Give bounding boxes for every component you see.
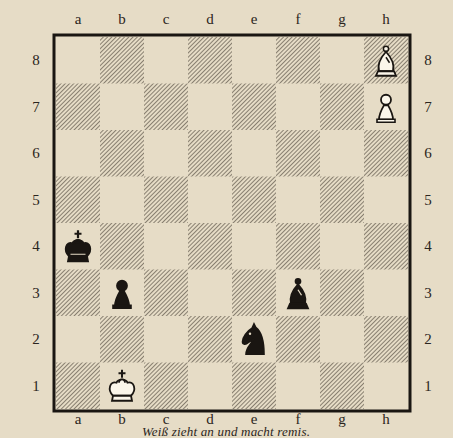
- file-letter: h: [382, 12, 390, 27]
- rank-number: 2: [32, 332, 40, 347]
- file-letter: a: [75, 412, 82, 427]
- rank-number: 8: [424, 53, 432, 68]
- file-letter: g: [338, 412, 346, 427]
- file-letter: b: [118, 412, 126, 427]
- board-border: [54, 35, 410, 411]
- rank-number: 3: [424, 285, 432, 300]
- black-bishop: [288, 279, 308, 309]
- rank-number: 6: [32, 146, 40, 161]
- file-letter: a: [75, 12, 82, 27]
- rank-number: 8: [32, 53, 40, 68]
- black-pawn: [113, 281, 131, 309]
- file-letter: f: [296, 12, 301, 27]
- rank-number: 1: [424, 378, 432, 393]
- black-knight: [243, 324, 265, 355]
- file-letter: b: [118, 12, 126, 27]
- caption: Weiß zieht an und macht remis.: [142, 424, 310, 437]
- rank-number: 5: [424, 192, 432, 207]
- rank-number: 5: [32, 192, 40, 207]
- board-squares: [56, 37, 408, 409]
- black-king: [66, 230, 90, 261]
- rank-number: 7: [32, 99, 40, 114]
- rank-number: 4: [424, 239, 432, 254]
- white-pawn: [377, 95, 395, 123]
- file-letter: g: [338, 12, 346, 27]
- file-letter: d: [206, 12, 214, 27]
- rank-number: 3: [32, 285, 40, 300]
- white-king: [110, 370, 134, 401]
- file-letter: c: [163, 12, 170, 27]
- file-letter: h: [382, 412, 390, 427]
- rank-number: 2: [424, 332, 432, 347]
- rank-number: 4: [32, 239, 40, 254]
- rank-number: 6: [424, 146, 432, 161]
- white-bishop: [376, 46, 396, 76]
- rank-number: 1: [32, 378, 40, 393]
- file-letter: e: [251, 12, 258, 27]
- rank-number: 7: [424, 99, 432, 114]
